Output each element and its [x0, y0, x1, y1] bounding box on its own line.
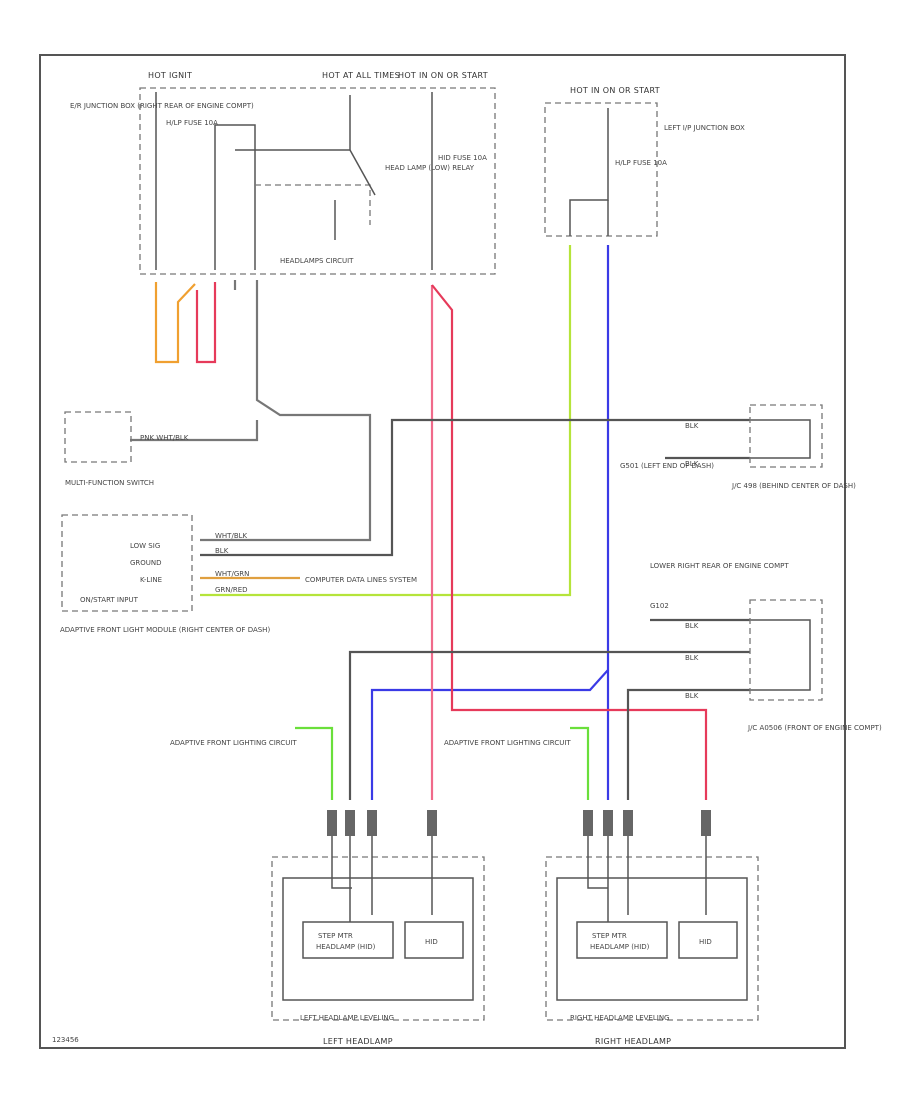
right-step-motor-label: STEP MTR [592, 932, 627, 940]
right-leveling-box [556, 877, 748, 1001]
fuse-loop [214, 124, 256, 270]
multi-function-switch-outline [64, 411, 132, 463]
hid-fuse-label-2: HID FUSE 10A [438, 154, 487, 162]
black-wire-top [200, 418, 750, 557]
left-step-motor-label: STEP MTR [318, 932, 353, 940]
wht-blk-wire-2 [130, 420, 259, 442]
left-leveling-label: LEFT HEADLAMP LEVELING [300, 1014, 394, 1022]
left-headlamp-wiring [331, 836, 433, 922]
k-line-label: K-LINE [140, 576, 162, 584]
jc-a-outline [749, 599, 823, 701]
lime-wire [200, 245, 572, 597]
left-step-motor-label-2: HEADLAMP (HID) [316, 943, 376, 951]
jc-a-label: J/C A0506 (FRONT OF ENGINE COMPT) [747, 724, 882, 732]
black-wire-front-1 [348, 650, 750, 800]
left-hid-label: HID [425, 938, 438, 946]
wire-blk-c-label: BLK [685, 622, 699, 630]
multi-function-switch-label: MULTI-FUNCTION SWITCH [65, 479, 154, 487]
green-wire-right [570, 726, 590, 800]
jc-a-loop [750, 619, 811, 691]
hot-in-on-label-1: HOT IN ON OR START [398, 71, 488, 80]
right-headlamp-wiring [587, 836, 707, 922]
left-leveling-box [282, 877, 474, 1001]
lower-right-label: LOWER RIGHT REAR OF ENGINE COMPT [650, 562, 789, 570]
blue-wire [370, 245, 610, 800]
right-headlamp-label: RIGHT HEADLAMP [595, 1037, 671, 1046]
right-step-motor-box [576, 921, 668, 959]
hid-fuse-label: H/LP FUSE 10A [166, 119, 218, 127]
wht-blk-wire [200, 280, 372, 542]
wire-wht-grn-label: WHT/GRN [215, 570, 249, 578]
right-hid-box [678, 921, 738, 959]
er-junction-box-label: E/R JUNCTION BOX (RIGHT REAR OF ENGINE C… [70, 102, 254, 110]
relay-switch [349, 149, 376, 196]
diagram-frame [39, 54, 846, 1049]
left-headlamp-outline [271, 856, 485, 1021]
afl-module-label: ADAPTIVE FRONT LIGHT MODULE (RIGHT CENTE… [60, 626, 270, 634]
wire-blk-a-label: BLK [685, 422, 699, 430]
g501-label: G501 (LEFT END OF DASH) [620, 462, 714, 470]
afl-circuit-left-label: ADAPTIVE FRONT LIGHTING CIRCUIT [170, 739, 297, 747]
red-wire-loop [195, 282, 217, 364]
hot-in-on-label-2: HOT IN ON OR START [570, 86, 660, 95]
hid-fuse-label-3: H/LP FUSE 10A [615, 159, 667, 167]
right-headlamp-outline [545, 856, 759, 1021]
left-step-motor-box [302, 921, 394, 959]
on-start-input-label: ON/START INPUT [80, 596, 139, 604]
hot-at-all-times-label: HOT AT ALL TIMES [322, 71, 400, 80]
right-leveling-label: RIGHT HEADLAMP LEVELING [570, 1014, 669, 1022]
connector-row-left [327, 810, 437, 836]
headlamps-circuit-label: HEADLAMPS CIRCUIT [280, 257, 354, 265]
figure-code: 123456 [52, 1036, 79, 1044]
left-hid-box [404, 921, 464, 959]
wire-grn-red-label: GRN/RED [215, 586, 248, 594]
afl-module-outline [61, 514, 193, 612]
afl-circuit-right-label: ADAPTIVE FRONT LIGHTING CIRCUIT [444, 739, 571, 747]
left-ip-junction-box-outline [544, 102, 658, 237]
wire-blk-e-label: BLK [685, 692, 699, 700]
computer-data-label: COMPUTER DATA LINES SYSTEM [305, 576, 417, 584]
relay-coil [255, 184, 371, 225]
g102-label: G102 [650, 602, 669, 610]
ip-fuse-line [569, 108, 609, 236]
right-step-motor-label-2: HEADLAMP (HID) [590, 943, 650, 951]
jc-498-label: J/C 498 (BEHIND CENTER OF DASH) [731, 482, 856, 490]
jc498-loop [750, 419, 811, 459]
jc-498-outline [749, 404, 823, 468]
wire-blk-d-label: BLK [685, 654, 699, 662]
right-hid-label: HID [699, 938, 712, 946]
ground-label: GROUND [130, 559, 162, 567]
er-junction-box-outline [139, 87, 496, 275]
left-ip-junction-label: LEFT I/P JUNCTION BOX [664, 124, 745, 132]
left-headlamp-label: LEFT HEADLAMP [323, 1037, 393, 1046]
orange-wire-loop [154, 282, 196, 364]
green-wire-left [295, 726, 334, 800]
hot-ign-label: HOT IGNIT [148, 71, 192, 80]
head-lamp-relay-label: HEAD LAMP (LOW) RELAY [385, 164, 475, 172]
black-wire-front-2 [626, 688, 750, 800]
wire-blk-b-label: BLK [685, 460, 699, 468]
connector-row-right [583, 810, 711, 836]
wire-wht-blk-label: PNK WHT/BLK [140, 434, 189, 442]
low-sig-label: LOW SIG [130, 542, 160, 550]
wire-blk-label: BLK [215, 547, 229, 555]
pink-wire-right [431, 284, 708, 800]
wire-wht-blk-1-label: WHT/BLK [215, 532, 248, 540]
